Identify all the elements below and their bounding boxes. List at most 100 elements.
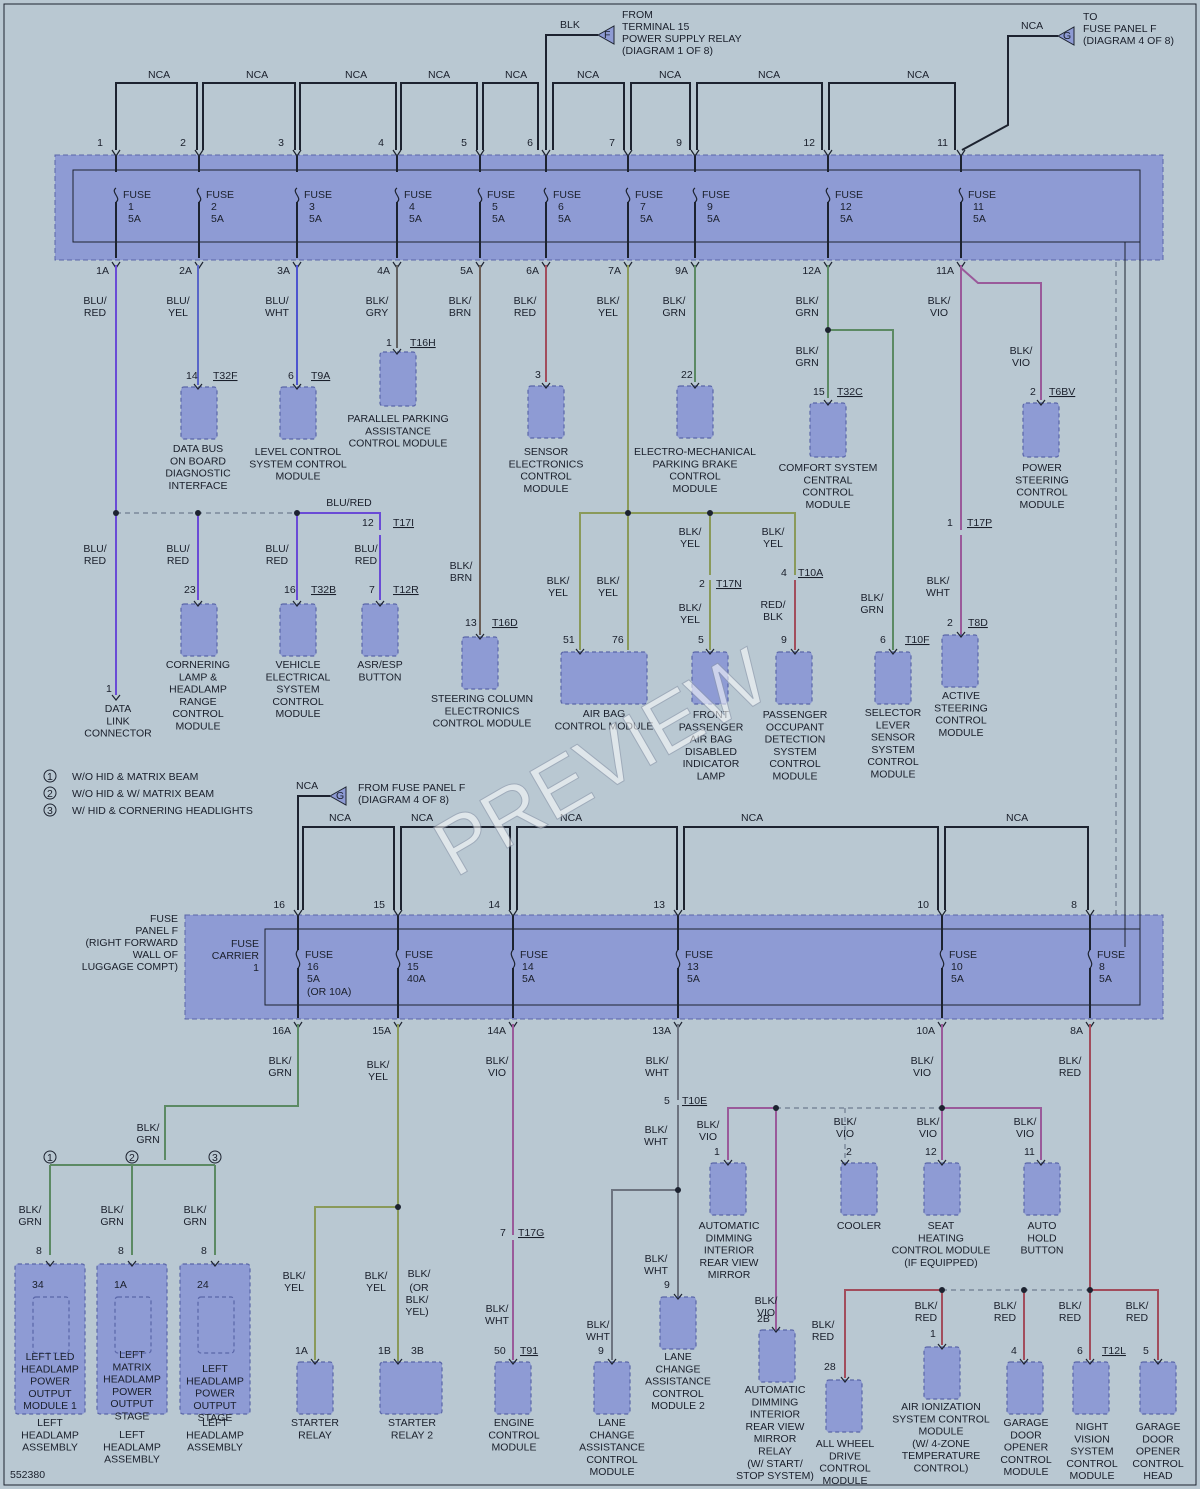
component-label: SYSTEM <box>1070 1446 1113 1458</box>
fuse-word: FUSE <box>123 189 151 201</box>
wire-color-label: BLK/ <box>449 295 472 307</box>
component-label: ASSISTANCE <box>579 1442 645 1454</box>
component-pin: 9 <box>781 634 787 646</box>
wire-color-label: YEL <box>680 614 700 626</box>
svg-text:TERMINAL 15: TERMINAL 15 <box>622 21 689 33</box>
wire-color-label: BLK/ <box>834 1116 857 1128</box>
component-label: STEERING <box>934 702 988 714</box>
fuse-out-pin: 6A <box>526 265 539 277</box>
component-pin: 22 <box>681 369 693 381</box>
fuse-pin: 9 <box>676 137 682 149</box>
component-connector: T32F <box>213 370 238 382</box>
fuse-word: FUSE <box>304 189 332 201</box>
component-label: RELAY 2 <box>391 1429 433 1441</box>
component-label: MATRIX <box>113 1361 152 1373</box>
component-label: LEVER <box>876 719 911 731</box>
svg-text:WALL OF: WALL OF <box>133 949 178 961</box>
component-label: CONTROL <box>802 487 853 499</box>
fuse-out-pin: 10A <box>916 1025 935 1037</box>
fuse-pin: 6 <box>527 137 533 149</box>
component-label: DISABLED <box>685 746 737 758</box>
component-label: ELECTRONICS <box>509 458 584 470</box>
wire-color-label: BLK/ <box>663 295 686 307</box>
wire-color-label: YEL <box>598 587 618 599</box>
fuse-amp: 5A <box>951 973 964 985</box>
component-pin: 24 <box>197 1279 209 1291</box>
component-pin: 6 <box>288 370 294 382</box>
wire-color-label: BLK/ <box>812 1319 835 1331</box>
component-label: POWER <box>195 1388 235 1400</box>
wire-color-label: VIO <box>930 307 948 319</box>
wire-color-label: WHT <box>926 587 950 599</box>
wire-color-label: WHT <box>485 1315 509 1327</box>
component-label: LEVEL CONTROL <box>255 446 342 458</box>
note-text: W/ HID & CORNERING HEADLIGHTS <box>72 805 253 817</box>
assembly-label: ASSEMBLY <box>104 1454 160 1466</box>
component-label: LAMP <box>697 771 726 783</box>
component-label: MODULE <box>823 1475 868 1487</box>
fuse-amp: 5A <box>707 213 720 225</box>
wire-color-label: BLK/ <box>597 295 620 307</box>
component-label: HOLD <box>1027 1232 1057 1244</box>
component-pin: 3 <box>535 369 541 381</box>
fuse-out-pin: 4A <box>377 265 390 277</box>
component-label: FRONT <box>693 709 730 721</box>
svg-text:8: 8 <box>118 1245 124 1257</box>
component-pin: 16 <box>284 584 296 596</box>
bottom-junction-dots <box>395 1105 1093 1293</box>
bottom-component-1: 1ALEFTMATRIXHEADLAMPPOWEROUTPUTSTAGELEFT… <box>96 1260 168 1466</box>
fuse-amp: 5A <box>640 213 653 225</box>
component-label: DOOR <box>1142 1433 1174 1445</box>
component-label: HEADLAMP <box>186 1375 244 1387</box>
component-label: CHANGE <box>590 1429 635 1441</box>
component-pin: 50 <box>494 1345 506 1357</box>
component-label: POWER <box>30 1376 70 1388</box>
fuse-pin: 7 <box>609 137 615 149</box>
component-pin: 11 <box>1024 1146 1035 1158</box>
component-label: LANE <box>664 1351 691 1363</box>
wire-color-label: YEL <box>548 587 568 599</box>
svg-text:(DIAGRAM 4 OF 8): (DIAGRAM 4 OF 8) <box>1083 35 1174 47</box>
wire-color-label: BLK/ <box>796 345 819 357</box>
fuse-amp: 5A <box>128 213 141 225</box>
wire-color-label: RED <box>1059 1312 1082 1324</box>
svg-text:(RIGHT FORWARD: (RIGHT FORWARD <box>85 937 178 949</box>
component-label: AIR BAG <box>583 708 626 720</box>
component-label: MODULE <box>276 471 321 483</box>
fuse-word: FUSE <box>685 949 713 961</box>
note-text: W/O HID & MATRIX BEAM <box>72 771 198 783</box>
svg-text:NCA: NCA <box>148 69 170 81</box>
wire-color-label: BLK/ <box>755 1295 778 1307</box>
component-label: STARTER <box>388 1417 436 1429</box>
component-label: CONTROL <box>867 756 918 768</box>
component-label: SYSTEM <box>276 684 319 696</box>
wire-color-label: YEL) <box>405 1306 428 1318</box>
component-label: CONTROL <box>488 1429 539 1441</box>
fuse-number: 8 <box>1099 961 1105 973</box>
assembly-label: LEFT <box>119 1429 145 1441</box>
fuse-amp: 5A <box>558 213 571 225</box>
wire-color-label: YEL <box>168 307 188 319</box>
component-label: VEHICLE <box>276 659 321 671</box>
bottom-feed-wires <box>297 795 1089 910</box>
component-label: ASSISTANCE <box>365 425 431 437</box>
component-label: MODULE <box>276 708 321 720</box>
component-label: CENTRAL <box>803 474 852 486</box>
component-pin: 2 <box>1030 386 1036 398</box>
component-label: OUTPUT <box>193 1400 237 1412</box>
component-label: COOLER <box>837 1220 882 1232</box>
svg-text:8: 8 <box>201 1245 207 1257</box>
fuse-out-pin: 9A <box>675 265 688 277</box>
component-label: PASSENGER <box>763 709 828 721</box>
component-label: INDICATOR <box>683 758 740 770</box>
svg-text:T17G: T17G <box>518 1227 544 1239</box>
component-label: INTERFACE <box>169 480 228 492</box>
wire-color-label: GRN <box>795 357 818 369</box>
wire-color-label: BLK/ <box>928 295 951 307</box>
component-label: PARALLEL PARKING <box>347 413 448 425</box>
component-label: ELECTRONICS <box>445 705 520 717</box>
